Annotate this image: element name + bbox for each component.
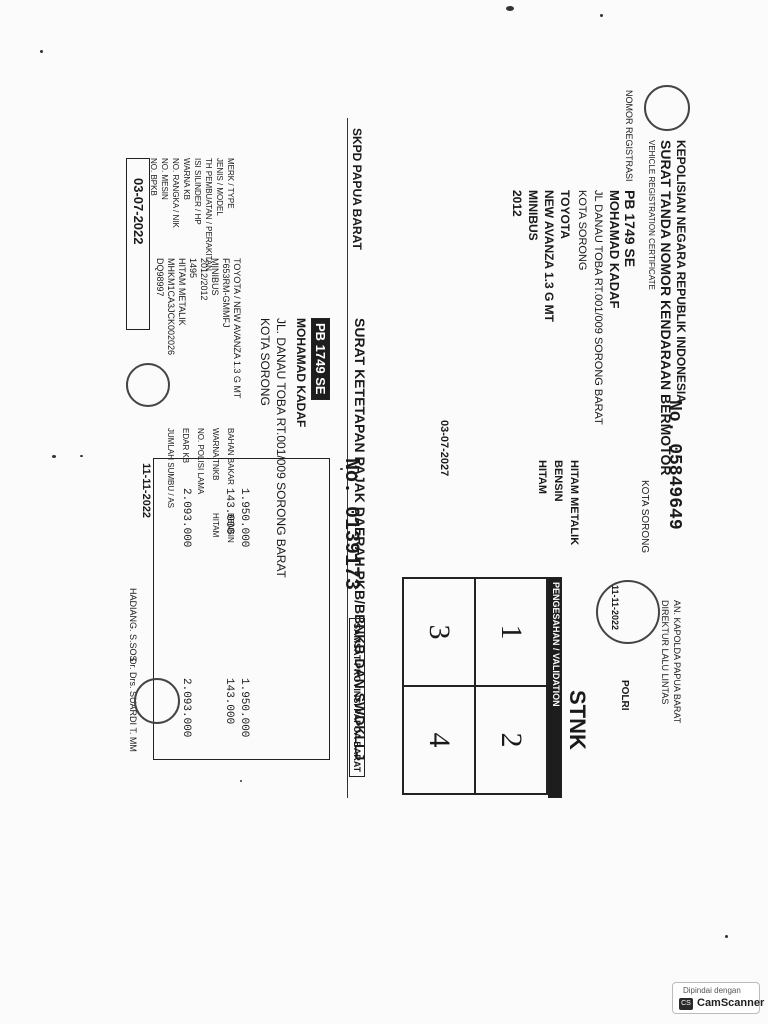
samsat-box: SAMSAT PROVINSI PAPUA BARAT: [349, 618, 365, 778]
chief-title: AN. KAPOLDA PAPUA BARAT: [672, 600, 682, 724]
field-value: F653RM-GMMFJ: [221, 258, 231, 328]
scan-speck: [506, 6, 514, 11]
field-label: WARNA KB: [182, 158, 191, 200]
tnkb-color: HITAM: [536, 460, 548, 495]
owner-name: MOHAMAD KADAF: [294, 318, 308, 428]
region-name: KOTA SORONG: [639, 480, 650, 554]
field-value: DQ98997: [155, 258, 165, 297]
stnk-header: KEPOLISIAN NEGARA REPUBLIK INDONESIA: [674, 140, 688, 403]
fee-amount: 2.093.000: [180, 488, 192, 548]
fee-total: 143.000: [223, 678, 235, 725]
vehicle-model: MINIBUS: [526, 190, 540, 241]
scan-speck: [52, 455, 56, 458]
scan-speck: [340, 468, 343, 470]
police-emblem: [644, 85, 690, 131]
owner-city: KOTA SORONG: [576, 190, 588, 271]
nrkb-label: NOMOR REGISTRASI: [624, 90, 634, 182]
vehicle-type: NEW AVANZA 1.3 G MT: [542, 190, 556, 322]
validation-header: PENGESAHAN / VALIDATION: [548, 577, 562, 798]
scan-speck: [600, 14, 603, 17]
validation-cell: 2: [474, 685, 548, 795]
fee-total: 2.093.000: [180, 678, 192, 738]
vehicle-year: 2012: [510, 190, 524, 217]
stnk-document: KEPOLISIAN NEGARA REPUBLIK INDONESIA SUR…: [402, 80, 690, 800]
vehicle-merk: TOYOTA: [558, 190, 572, 239]
field-label: TH PEMBUATAN / PERAKITAN: [204, 158, 213, 271]
field-label: ISI SILINDER / HP: [193, 158, 202, 225]
fee-amount: 143.000: [223, 488, 235, 535]
samsat-stamp: [134, 678, 180, 724]
skpd-header: SKPD PAPUA BARAT: [350, 128, 364, 250]
skpd-document: SKPD PAPUA BARAT SURAT KETETAPAN PAJAK D…: [120, 118, 370, 798]
police-stamp: [596, 580, 660, 644]
camscanner-badge: Dipindai dengan CS CamScanner: [672, 982, 764, 1014]
scan-speck: [40, 50, 43, 53]
field-label: NO. BPKB: [149, 158, 158, 196]
field-label: JENIS / MODEL: [215, 158, 224, 216]
serial-number: No. 05849649: [664, 400, 684, 530]
badge-caption: Dipindai dengan: [683, 986, 741, 995]
field-value: 2012/2012: [199, 258, 209, 301]
vehicle-fuel: BENSIN: [552, 460, 564, 502]
field-label: MERK / TYPE: [226, 158, 235, 209]
validation-cell: 3: [402, 577, 476, 687]
scan-speck: [725, 935, 728, 938]
fee-total: 1.950.000: [238, 678, 250, 738]
clerk-name: HADIANG. S.SOS: [128, 588, 138, 662]
owner-city: KOTA SORONG: [258, 318, 272, 406]
field-value: MHKM1CA3JCK002026: [166, 258, 176, 356]
field-value: MINIBUS: [210, 258, 220, 296]
stnk-subtitle: VEHICLE REGISTRATION CERTIFICATE: [647, 140, 656, 290]
scan-speck: [80, 455, 83, 457]
field-label: NO. RANGKA / NIK: [171, 158, 180, 228]
badge-name: CamScanner: [697, 997, 765, 1009]
fee-amount: 1.950.000: [238, 488, 250, 548]
camscanner-logo-icon: CS: [679, 998, 693, 1010]
polri-mark: POLRI: [619, 680, 630, 711]
valid-until: 03-07-2027: [438, 420, 450, 477]
vehicle-color: HITAM METALIK: [568, 460, 580, 546]
date-left: 03-07-2022: [131, 178, 146, 245]
validation-cell: 1: [474, 577, 548, 687]
field-value: HITAM METALIK: [177, 258, 187, 326]
unit-title: DIREKTUR LALU LINTAS: [660, 600, 670, 705]
field-label: NO. MESIN: [160, 158, 169, 200]
scan-speck: [240, 780, 242, 782]
stamp-date: 11-11-2022: [610, 585, 620, 631]
official-stamp: [126, 363, 170, 407]
date-right: 11-11-2022: [140, 463, 152, 519]
nrkb-value: PB 1749 SE: [311, 318, 330, 400]
stnk-mark: STNK: [565, 690, 590, 750]
owner-address: JL DANAU TOBA RT.001/009 SORONG BARAT: [592, 190, 604, 425]
nrkb-value: PB 1749 SE: [622, 190, 638, 268]
field-value: TOYOTA / NEW AVANZA 1.3 G MT: [232, 258, 242, 399]
field-value: 1495: [188, 258, 198, 279]
owner-name: MOHAMAD KADAF: [607, 190, 622, 309]
validation-cell: 4: [402, 685, 476, 795]
document-number: No. 0139173: [339, 458, 362, 591]
